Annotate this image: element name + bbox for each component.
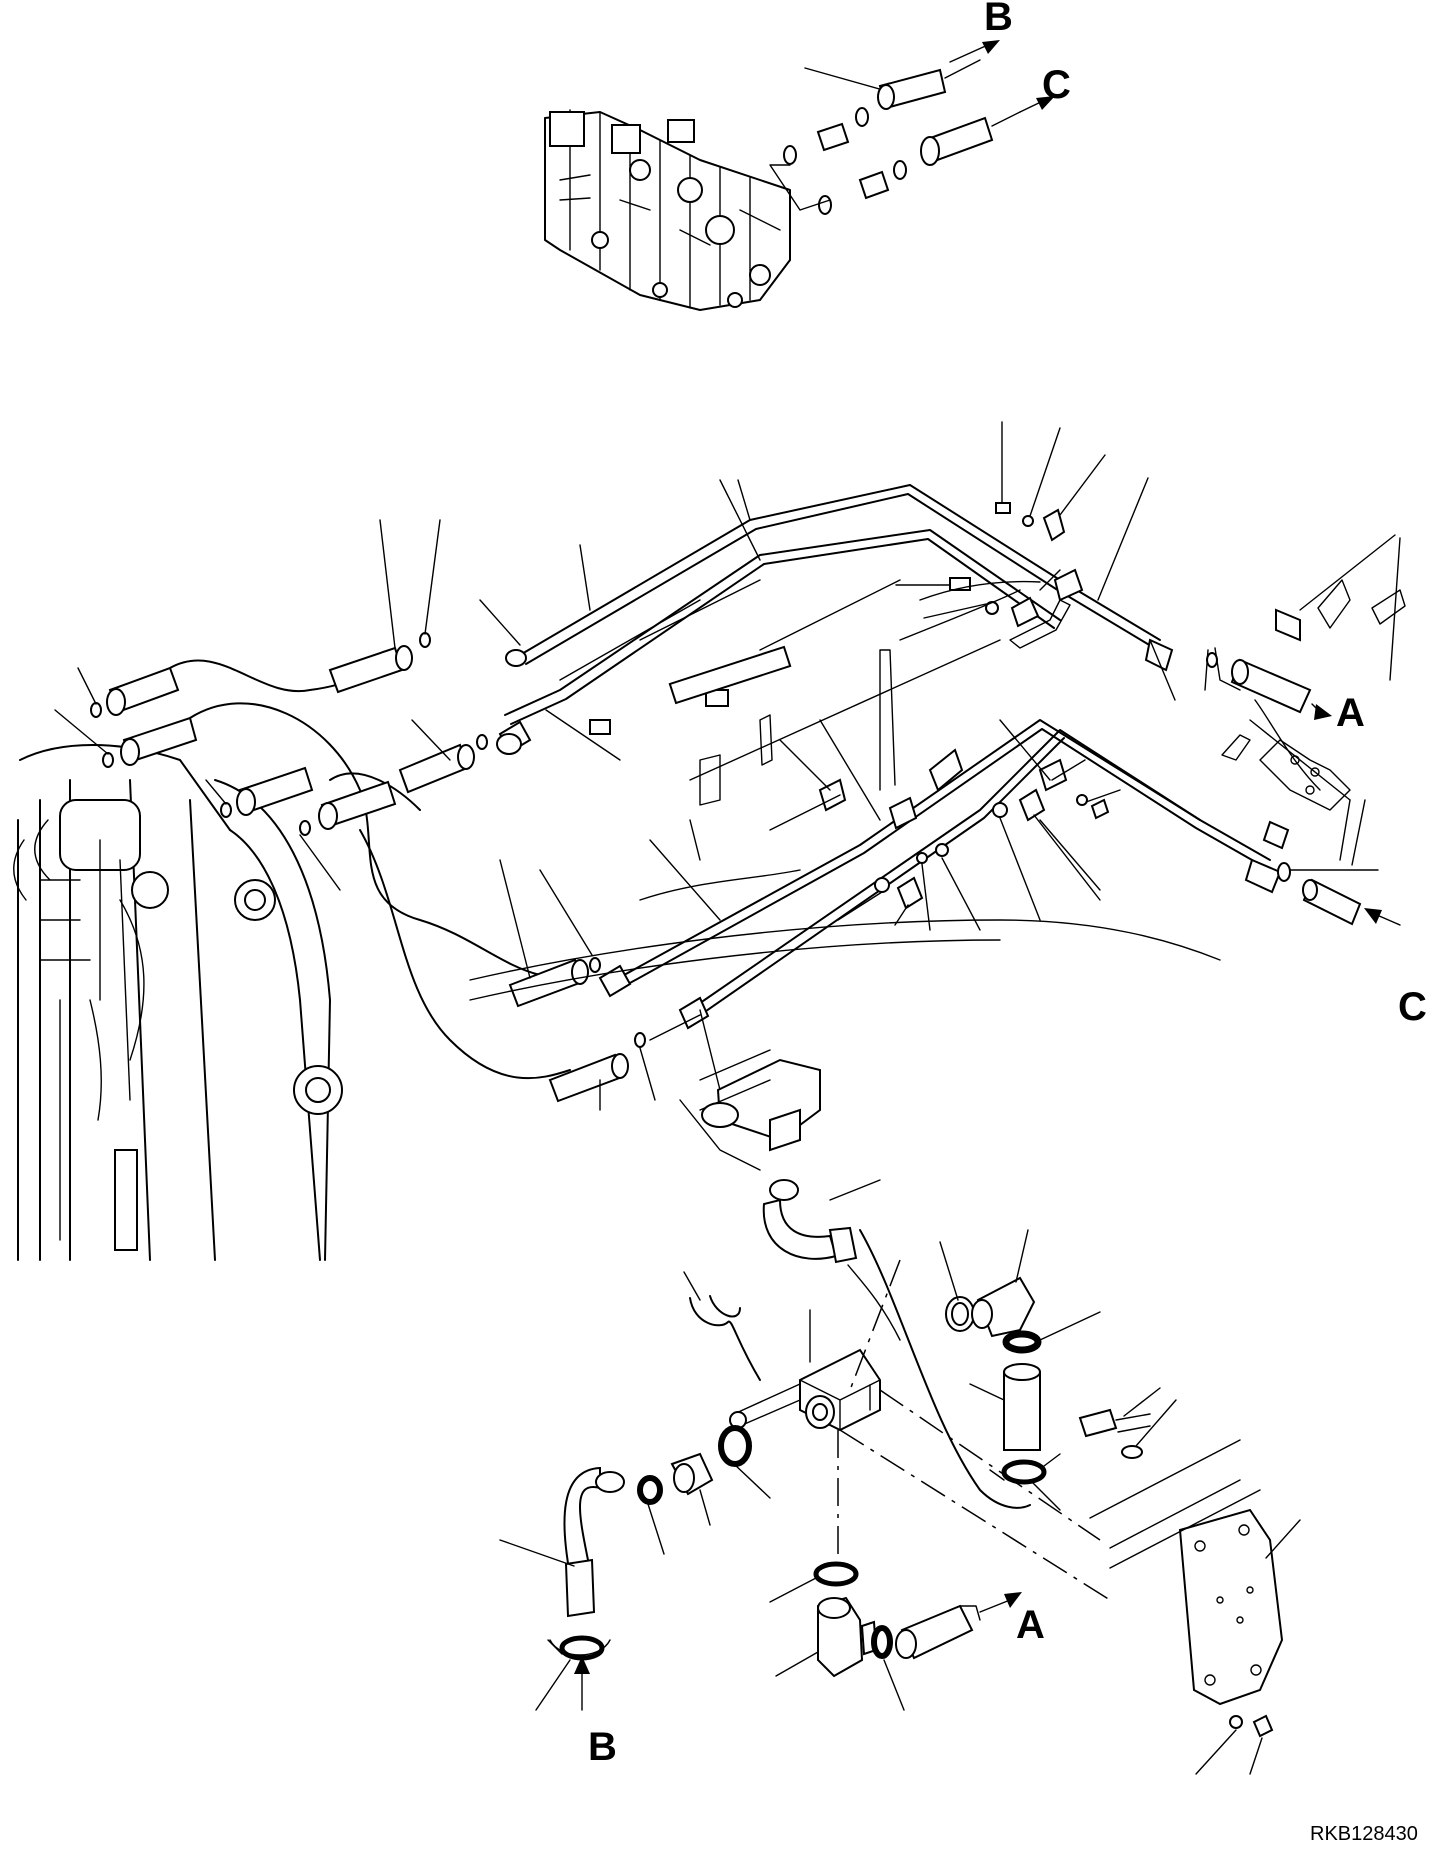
frame-contour-lines	[469, 579, 1221, 1001]
hose-lines	[169, 649, 1031, 1509]
label-c-right: C	[1398, 985, 1427, 1029]
label-a-bottom: A	[1016, 1603, 1045, 1647]
boom-structure	[13, 744, 343, 1261]
arrow-to-b	[949, 40, 1000, 63]
label-b-bottom: B	[588, 1725, 617, 1769]
hose-fittings-left	[54, 666, 397, 891]
tube-end-nuts	[496, 638, 1291, 1030]
label-b-top: B	[984, 0, 1013, 39]
figure-code: RKB128430	[1310, 1823, 1418, 1845]
right-bracket-assembly	[1204, 579, 1406, 866]
leader-lines-middle	[479, 479, 1401, 1091]
bottom-fittings-right	[939, 1229, 1177, 1511]
pump-assembly	[679, 1049, 821, 1171]
label-a-right: A	[1336, 691, 1365, 735]
dash-line-bottom	[839, 1259, 1111, 1601]
top-fittings	[769, 59, 1021, 215]
label-c-top: C	[1042, 63, 1071, 107]
arrow-c-right	[1302, 878, 1401, 926]
u-bolt	[683, 1271, 761, 1381]
block-valve	[729, 1309, 881, 1432]
bottom-center-fittings	[769, 1430, 1022, 1711]
control-valve-assembly	[544, 109, 791, 311]
bolts-washers	[837, 421, 1149, 931]
hose-fittings-center	[328, 519, 656, 1111]
arrow-to-c	[1019, 96, 1055, 113]
bottom-left-fittings	[499, 1425, 771, 1711]
rigid-tubes	[504, 484, 1271, 1019]
cover-plate	[1089, 1439, 1301, 1775]
tube-clamps	[699, 568, 1084, 831]
bottom-elbow-hose	[762, 1179, 901, 1341]
